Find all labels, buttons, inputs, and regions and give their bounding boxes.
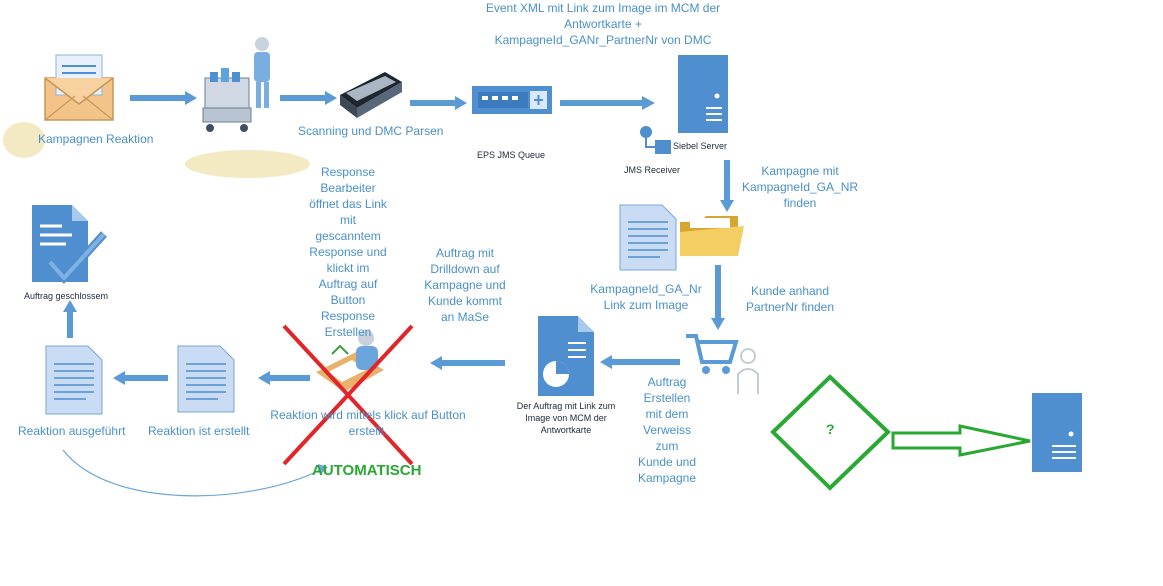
label-kampagne-finden: Kampagne mit KampagneId_GA_NR finden <box>741 164 859 210</box>
mail-cart-person-icon <box>202 37 270 132</box>
label-jms-receiver: JMS Receiver <box>624 165 681 175</box>
green-arrow-icon <box>891 424 1031 457</box>
document-icon <box>45 345 103 415</box>
label-reaktion-wird: Reaktion wird mittels klick auf Button e… <box>270 408 466 438</box>
label-auftrag-erstellen: Auftrag Erstellen mit dem Verweiss zum K… <box>637 375 697 485</box>
label-kampagneid-link: KampagneId_GA_Nr Link zum Image <box>590 282 702 312</box>
label-reaktion-ausgefuehrt: Reaktion ausgeführt <box>18 424 126 438</box>
desk-worker-icon <box>316 330 384 392</box>
label-scanning: Scanning und DMC Parsen <box>298 124 444 138</box>
label-response-bearbeiter: Response Bearbeiter öffnet das Link mit … <box>309 165 387 339</box>
label-auftrag-drilldown: Auftrag mit Drilldown auf Kampagne und K… <box>424 246 506 324</box>
label-eps-queue: EPS JMS Queue <box>477 150 546 160</box>
shopping-cart-icon <box>686 334 739 374</box>
label-auftrag-geschlossen: Auftrag geschlossem <box>24 291 109 301</box>
red-cross-icon <box>282 324 414 466</box>
label-automatisch: AUTOMATISCH <box>312 462 422 479</box>
document-icon <box>619 204 677 271</box>
jms-receiver-icon <box>640 126 671 154</box>
scanner-icon <box>340 72 402 118</box>
label-kunde-finden: Kunde anhand PartnerNr finden <box>745 284 835 314</box>
smudge-left <box>3 122 45 158</box>
queue-server-icon <box>472 86 552 114</box>
server-icon <box>1032 393 1082 472</box>
label-event-xml: Event XML mit Link zum Image im MCM der … <box>485 1 721 47</box>
folder-icon <box>680 216 744 256</box>
label-auftrag-link: Der Auftrag mit Link zum Image von MCM d… <box>516 401 616 435</box>
pie-document-icon <box>538 316 594 396</box>
checked-document-icon <box>32 205 107 285</box>
envelope-icon <box>44 54 114 121</box>
document-icon <box>177 345 235 413</box>
label-kampagnen-reaktion: Kampagnen Reaktion <box>38 132 154 146</box>
flow-arrows <box>63 91 734 385</box>
label-siebel-server: Siebel Server <box>673 141 728 151</box>
server-icon <box>678 55 728 133</box>
person-icon <box>737 348 759 394</box>
smudge-middle <box>185 150 310 178</box>
decision-diamond-icon <box>770 374 891 491</box>
automatic-curve-arrow <box>62 449 321 497</box>
label-question: ? <box>826 421 835 437</box>
label-reaktion-erstellt: Reaktion ist erstellt <box>148 424 250 438</box>
